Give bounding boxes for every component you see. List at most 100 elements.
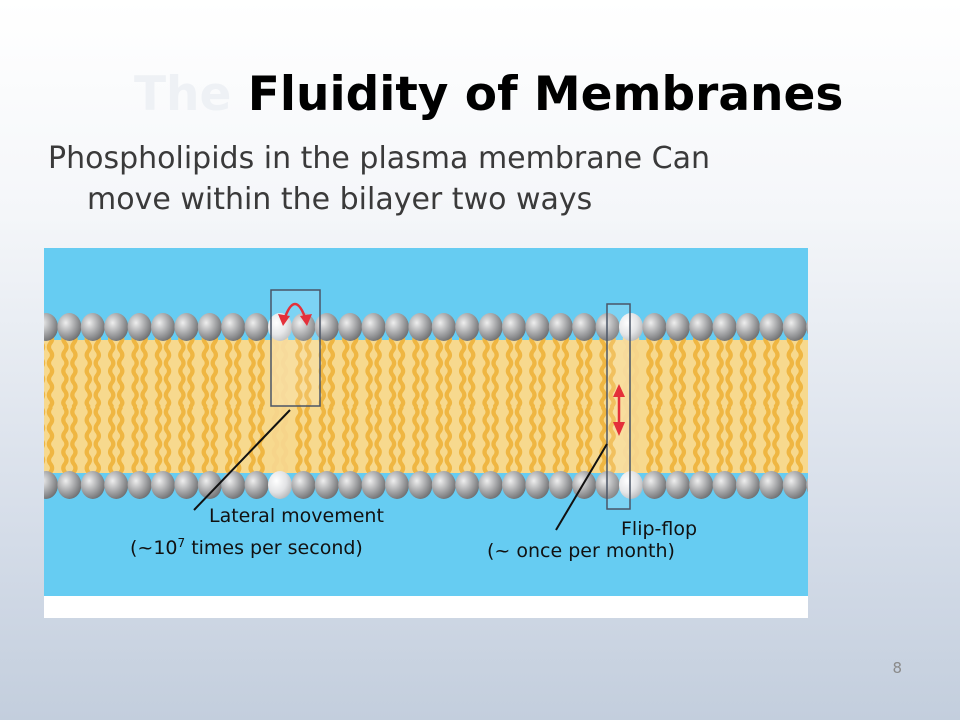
lipid-head [151, 471, 175, 499]
lipid-tail [154, 405, 163, 480]
lipid-head [455, 313, 480, 341]
lipid-head [314, 313, 339, 341]
lipid-tail [585, 405, 593, 480]
lipid-head [361, 471, 386, 499]
lipid-tail [622, 405, 631, 480]
slide-subtitle: Phospholipids in the plasma membrane Can… [48, 138, 848, 220]
flip-flop-label: Flip-flop [621, 518, 698, 540]
lipid-tail [655, 405, 663, 480]
bilayer-illustration [44, 248, 808, 618]
lipid-tail [388, 332, 397, 409]
lipid-tail [108, 332, 116, 409]
lipid-tail [552, 332, 560, 409]
lipid-head [44, 471, 58, 499]
lipid-tail [46, 405, 55, 480]
lipid-tail [716, 332, 724, 409]
lipid-tail [108, 405, 116, 480]
lipid-tail [739, 332, 748, 409]
lipid-tail [576, 332, 584, 409]
lipid-tail [351, 332, 359, 409]
lipid-tail [585, 332, 593, 409]
lateral-rate-label: (~107 times per second) [130, 536, 363, 559]
lipid-head [80, 313, 105, 341]
page-number: 8 [892, 659, 902, 677]
lipid-tail [459, 332, 467, 409]
lipid-tail [786, 405, 794, 480]
lipid-tail [763, 405, 771, 480]
lipid-head [572, 313, 597, 341]
lipid-tail [117, 405, 125, 480]
lipid-head [478, 313, 503, 341]
lipid-head [408, 313, 433, 341]
lipid-tail [234, 405, 242, 480]
lipid-tail [84, 332, 92, 409]
lipid-head [385, 313, 409, 341]
lipid-tail [561, 332, 569, 409]
lipid-tail [622, 332, 631, 409]
lipid-tail [468, 332, 476, 409]
lipid-tail [468, 405, 476, 480]
lipid-tail [257, 332, 265, 409]
lipid-tail [187, 332, 195, 409]
lipid-tail [608, 405, 616, 480]
lipid-head [174, 471, 199, 499]
lipid-head [44, 313, 58, 341]
lipid-tail [599, 405, 607, 480]
lipid-tail [444, 405, 452, 480]
lipid-head [642, 471, 667, 499]
lipid-tail [725, 332, 733, 409]
lipid-tail [210, 332, 218, 409]
lipid-head [502, 313, 526, 341]
lipid-head [782, 313, 807, 341]
lateral-highlight-box [270, 289, 321, 407]
lipid-tail [295, 405, 303, 480]
subtitle-line-1: Phospholipids in the plasma membrane Can [48, 141, 710, 176]
lipid-tail [412, 405, 420, 480]
membrane-diagram: Lateral movement (~107 times per second)… [44, 248, 808, 618]
lipid-head [642, 313, 667, 341]
lipid-head [104, 471, 129, 499]
lipid-tail [131, 405, 139, 480]
lipid-tail [561, 405, 569, 480]
lipid-head [736, 313, 760, 341]
lipid-tail [225, 405, 233, 480]
lateral-arrowhead-left [278, 314, 290, 326]
lipid-tail [538, 405, 546, 480]
lipid-head [759, 471, 784, 499]
lateral-movement-label: Lateral movement [209, 505, 384, 527]
lipid-head [665, 313, 690, 341]
lipid-tail [271, 405, 280, 480]
lipid-tail [374, 332, 382, 409]
lipid-head [197, 471, 222, 499]
lipid-head [525, 471, 550, 499]
lipid-tail [140, 332, 148, 409]
lipid-tail [693, 332, 701, 409]
lipid-tail [163, 405, 172, 480]
lipid-tail [529, 332, 537, 409]
lipid-tail [280, 405, 289, 480]
lipid-tail [388, 405, 397, 480]
lipid-tail [351, 405, 359, 480]
lipid-tail [397, 332, 406, 409]
lateral-arrowhead-right [300, 314, 312, 326]
lipid-tail [421, 332, 429, 409]
lipid-tail [725, 405, 733, 480]
lipid-tail [669, 405, 677, 480]
lipid-tail [482, 405, 490, 480]
lipid-head [431, 313, 456, 341]
lateral-rate-exponent: 7 [177, 536, 186, 550]
lipid-tail [234, 332, 242, 409]
lipid-head [548, 313, 573, 341]
lateral-rate-prefix: (~10 [130, 537, 178, 559]
lipid-head [782, 471, 807, 499]
lipid-tail [435, 332, 443, 409]
lipid-head [619, 313, 643, 341]
lateral-rate-suffix: times per second) [185, 537, 363, 559]
lipid-head [806, 477, 808, 493]
lipid-heads [44, 313, 808, 499]
lipid-tail [257, 405, 265, 480]
lipid-head [197, 313, 222, 341]
lipid-tail [631, 405, 640, 480]
lipid-tail [374, 405, 382, 480]
lipid-tail [397, 405, 406, 480]
